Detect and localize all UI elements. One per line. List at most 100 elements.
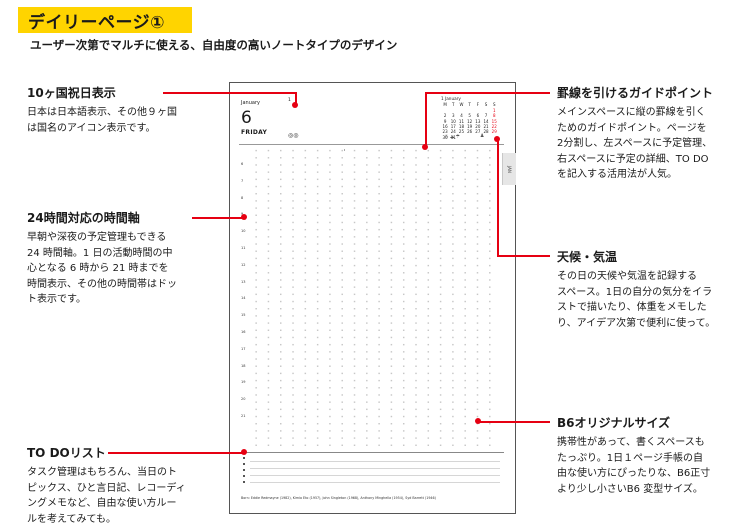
todo-checkboxes [242,455,248,491]
mini-calendar-day: 17 [450,124,456,130]
dot-grid-area [250,147,500,451]
hour-label: 11 [241,246,246,250]
mini-calendar-day: 12 [467,118,473,124]
mini-calendar-day: 8 [492,113,496,119]
leader-dot [241,214,247,220]
month-index-tab[interactable]: JAN [502,153,516,185]
leader-line [108,452,244,454]
mini-calendar-day: 7 [484,113,488,119]
country-holiday-icon: ◎◎ [288,132,299,139]
callout-body: メインスペースに縦の罫線を引く ためのガイドポイント。ページを 2分割し、左スペ… [557,107,713,181]
hour-label: 13 [241,279,246,284]
mini-calendar-title: 1 January [441,96,461,101]
hour-label: 18 [241,363,246,368]
mini-calendar-weekday: W [459,102,464,108]
mini-calendar-day: 18 [458,124,465,130]
week-number: 1 [288,98,291,103]
mini-calendar-day: 22 [491,124,497,130]
callout-weather: 天候・気温 その日の天候や気温を記録する スペース。1日の自分の気分をイラ スト… [557,248,747,331]
callout-todo: TO DOリスト タスク管理はもちろん、当日のト ピックス、ひと言日記、レコーデ… [27,444,232,527]
mini-calendar-day: 6 [476,113,480,119]
callout-body: 日本は日本語表示、その他９ヶ国 は国名のアイコン表示です。 [27,107,177,134]
hour-label: 17 [241,346,246,351]
hour-label: 10 [241,229,246,234]
hour-label: 20 [241,397,246,402]
callout-title: B6オリジナルサイズ [557,416,671,430]
hour-label: 7 [241,178,244,183]
mini-calendar-day: 24 [450,129,456,135]
mini-calendar-day: 15 [491,118,497,124]
todo-lines [250,455,500,489]
hour-label: 8 [241,195,244,200]
day-number: 6 [241,108,252,128]
callout-b6-size: B6オリジナルサイズ 携帯性があって、書くスペースも たっぷり。1日１ページ手帳… [557,414,747,497]
mini-calendar-weekday: T [468,102,471,108]
mini-calendar-day: 25 [458,129,465,135]
mini-calendar-week: 1 [441,108,499,113]
hour-label: 6 [241,162,244,166]
hour-label: 14 [241,296,246,301]
leader-line [295,92,297,105]
hour-label: 12 [241,262,246,267]
mini-calendar-weekday: M [443,102,447,108]
hour-label: 19 [241,380,246,385]
page-title: デイリーページ① [18,7,192,33]
mini-calendar-day: 13 [475,118,481,124]
header-divider [239,144,504,145]
mini-calendar-day: 1 [492,107,496,113]
leader-line [192,217,244,219]
birthday-footer: Born: Eddie Redmayne (1982), Kimio Eto (… [241,496,436,500]
leader-line [425,92,550,94]
leader-dot [475,418,481,424]
hour-label: 16 [241,330,246,334]
mini-calendar-day: 26 [467,129,473,135]
mini-calendar-day: 2 [443,113,447,119]
callout-body: 早朝や深夜の予定管理もできる 24 時間軸。1 日の活動時間の中 心となる 6 … [27,232,177,306]
mini-calendar-weekday: F [476,102,479,108]
callout-body: 携帯性があって、書くスペースも たっぷり。1日１ページ手帳の自 由な使い方にぴっ… [557,437,711,495]
mini-calendar-weekday: S [492,102,496,108]
mini-calendar-day: 27 [475,129,481,135]
leader-line [478,421,550,423]
hour-label: 21 [241,414,246,418]
weather-icon: ☼☁☂ [444,134,461,140]
mini-calendar-day: 14 [483,118,489,124]
mini-calendar-day: 23 [442,129,448,135]
month-label: January [241,100,260,106]
mini-calendar-day: 11 [458,118,465,124]
mini-calendar-day: 29 [491,129,497,135]
leader-dot [494,136,500,142]
mini-calendar-weekday: T [452,102,455,108]
weight-icon: ♟ [480,133,485,139]
leader-line [497,139,499,255]
leader-line [425,92,427,147]
callout-guide-points: 罫線を引けるガイドポイント メインスペースに縦の罫線を引く ためのガイドポイント… [557,84,747,183]
mini-calendar-day: 3 [452,113,455,119]
callout-title: 10ヶ国祝日表示 [27,86,116,100]
mini-calendar-day [466,135,474,140]
mini-calendar-weekday: S [484,102,488,108]
mini-calendar-day: 5 [468,113,471,119]
callout-body: タスク管理はもちろん、当日のト ピックス、ひと言日記、レコーディ ングメモなど、… [27,467,186,525]
callout-title: TO DOリスト [27,446,106,460]
callout-timeline: 24時間対応の時間軸 早朝や深夜の予定管理もできる 24 時間軸。1 日の活動時… [27,209,217,308]
mini-calendar-day: 10 [450,118,456,124]
mini-calendar-day: 19 [467,124,473,130]
callout-title: 罫線を引けるガイドポイント [557,86,714,100]
mini-calendar-day: 9 [443,118,447,124]
mini-calendar-day: 4 [460,113,463,119]
mini-calendar-day: 16 [442,124,448,130]
leader-dot [241,449,247,455]
weekday-label: FRIDAY [241,129,268,136]
leader-dot [422,144,428,150]
mini-calendar-day: 31 [450,134,456,140]
leader-line [163,92,296,94]
hour-label: 15 [241,313,246,318]
